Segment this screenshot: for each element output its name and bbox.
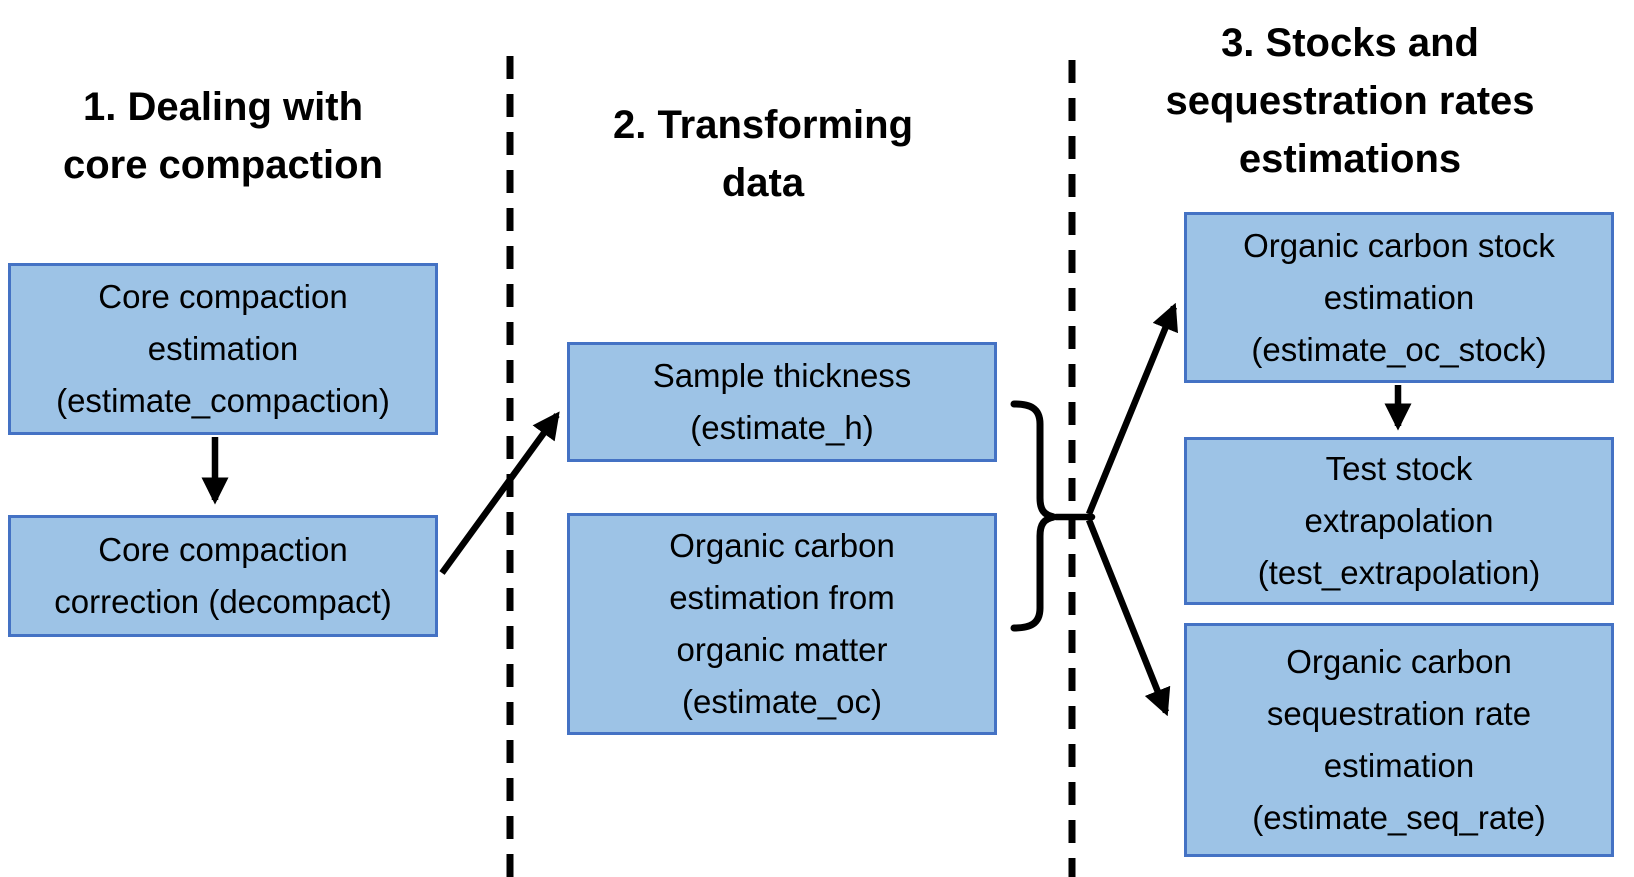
flow-box-estimate-seq-rate: Organic carbon sequestration rate estima… <box>1184 623 1614 857</box>
box-line: Organic carbon <box>1286 643 1512 680</box>
arrow-fork-to-seq-rate <box>1085 518 1171 717</box>
box-line: correction (decompact) <box>54 583 392 620</box>
box-line: organic matter <box>676 631 888 668</box>
box-line: Organic carbon <box>669 527 895 564</box>
flow-box-estimate-oc-stock: Organic carbon stock estimation (estimat… <box>1184 212 1614 383</box>
section-1-title-line: 1. Dealing with <box>82 85 364 129</box>
arrow-decompact-to-estimate-h <box>439 411 560 575</box>
box-line: estimation from <box>669 579 895 616</box>
box-line: Organic carbon stock <box>1243 226 1555 264</box>
brace-join <box>1010 400 1055 632</box>
flow-box-decompact: Core compaction correction (decompact) <box>8 515 438 637</box>
section-1-title-line: core compaction <box>62 143 384 187</box>
flow-box-estimate-compaction: Core compaction estimation (estimate_com… <box>8 263 438 435</box>
box-line: (estimate_compaction) <box>56 382 390 419</box>
box-line: (estimate_h) <box>690 409 874 446</box>
box-line: estimation <box>1323 747 1475 784</box>
box-line: extrapolation <box>1304 502 1494 539</box>
section-1-title: 1. Dealing with core compaction <box>8 78 438 194</box>
arrow-fork-to-oc-stock <box>1085 302 1178 516</box>
box-line: sequestration rate <box>1266 695 1532 732</box>
box-line: (test_extrapolation) <box>1257 554 1541 591</box>
section-2-title: 2. Transforming data <box>545 96 981 212</box>
box-line: estimation <box>147 330 299 367</box>
box-line: (estimate_oc) <box>682 683 882 720</box>
box-line: Test stock <box>1325 450 1473 487</box>
section-2-title-line: data <box>721 161 805 205</box>
box-line: (estimate_oc_stock) <box>1251 330 1547 368</box>
flow-box-estimate-oc: Organic carbon estimation from organic m… <box>567 513 997 735</box>
box-line: Core compaction <box>98 531 348 568</box>
section-3-title: 3. Stocks and sequestration rates estima… <box>1120 14 1580 188</box>
flow-box-estimate-h: Sample thickness (estimate_h) <box>567 342 997 462</box>
box-line: (estimate_seq_rate) <box>1252 799 1546 836</box>
box-line: estimation <box>1323 278 1475 316</box>
box-line: Core compaction <box>98 278 348 315</box>
section-3-title-line: sequestration rates <box>1165 79 1535 123</box>
box-line: Sample thickness <box>652 357 912 394</box>
section-3-title-line: estimations <box>1238 137 1462 181</box>
section-3-title-line: 3. Stocks and <box>1221 21 1479 65</box>
section-2-title-line: 2. Transforming <box>612 103 914 147</box>
flow-box-test-extrapolation: Test stock extrapolation (test_extrapola… <box>1184 437 1614 605</box>
